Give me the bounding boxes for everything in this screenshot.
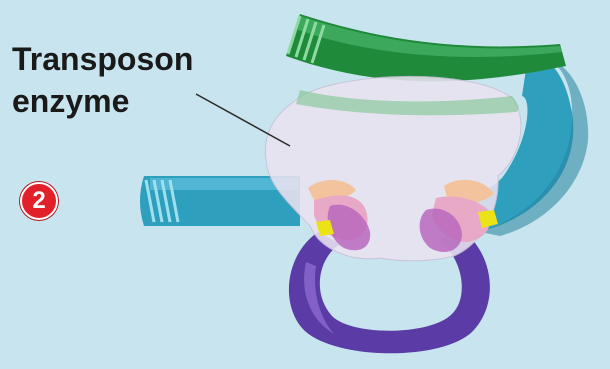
label-line-1: Transposon [12, 38, 193, 80]
label-line-2: enzyme [12, 80, 193, 122]
step-number-badge: 2 [20, 182, 58, 220]
transposon-enzyme-label: Transposon enzyme [12, 38, 193, 122]
